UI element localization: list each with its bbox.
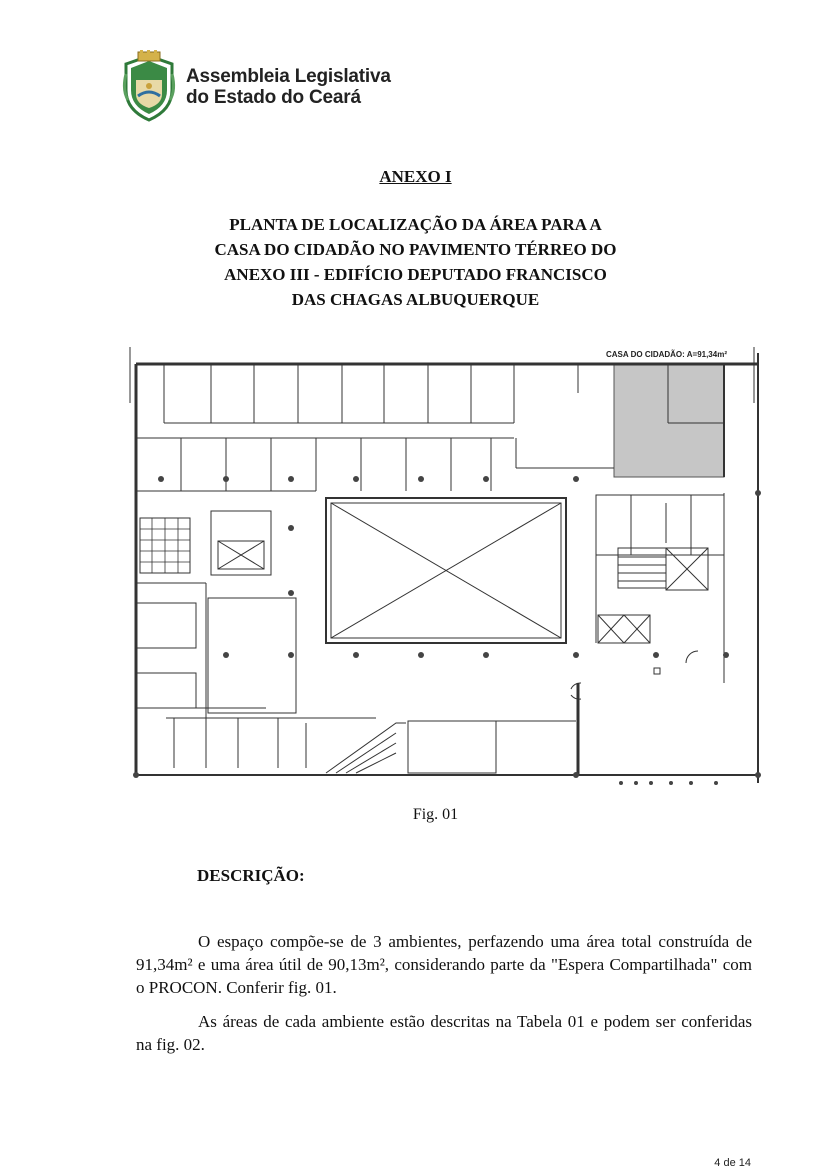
coat-of-arms-icon: [122, 50, 176, 122]
subtitle-line: PLANTA DE LOCALIZAÇÃO DA ÁREA PARA A: [229, 215, 602, 234]
subtitle-line: DAS CHAGAS ALBUQUERQUE: [291, 290, 540, 309]
figure-caption: Fig. 01: [412, 806, 459, 823]
description-paragraph: As áreas de cada ambiente estão descrita…: [136, 1012, 752, 1054]
subtitle-line: CASA DO CIDADÃO NO PAVIMENTO TÉRREO DO: [214, 240, 617, 259]
org-line-1: Assembleia Legislativa: [186, 66, 391, 87]
annex-title: ANEXO I: [379, 167, 452, 186]
description-heading: DESCRIÇÃO:: [197, 866, 305, 885]
page-number: 4 de 14: [714, 1157, 751, 1169]
organization-name: Assembleia Legislativa do Estado do Cear…: [186, 66, 391, 108]
casa-do-cidadao-area: [613, 363, 725, 478]
document-subtitle: PLANTA DE LOCALIZAÇÃO DA ÁREA PARA A CAS…: [0, 212, 831, 312]
header-logo: [118, 50, 378, 124]
description-paragraph: O espaço compõe-se de 3 ambientes, perfa…: [136, 932, 752, 997]
org-line-2: do Estado do Ceará: [186, 87, 361, 108]
area-label: CASA DO CIDADÃO: A=91,34m²: [606, 350, 727, 359]
floor-plan-drawing: CASA DO CIDADÃO: A=91,34m²: [129, 347, 761, 785]
subtitle-line: ANEXO III - EDIFÍCIO DEPUTADO FRANCISCO: [224, 265, 607, 284]
floor-plan: CASA DO CIDADÃO: A=91,34m²: [126, 343, 766, 791]
